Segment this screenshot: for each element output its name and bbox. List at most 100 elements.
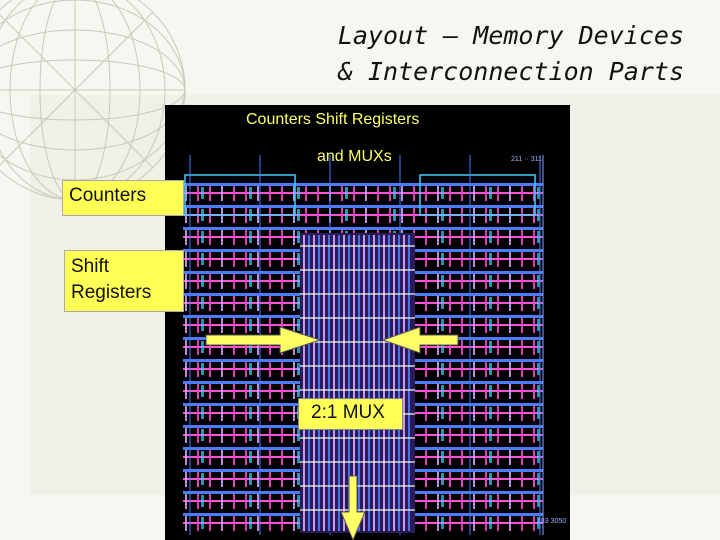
counter-block-right xyxy=(419,174,536,216)
cell-stripe xyxy=(461,406,463,421)
mux-wire xyxy=(388,235,390,531)
mux-crossbar xyxy=(300,341,415,343)
metal-rail xyxy=(183,192,543,194)
cell-stripe xyxy=(281,384,283,399)
cell-stripe xyxy=(185,516,187,531)
mux-crossbar xyxy=(300,365,415,367)
diffusion-stripe xyxy=(201,451,204,463)
diffusion-stripe xyxy=(297,319,300,331)
cell-stripe xyxy=(197,428,199,443)
cell-stripe xyxy=(485,450,487,465)
cell-stripe xyxy=(233,406,235,421)
cell-stripe xyxy=(269,186,271,201)
diffusion-stripe xyxy=(201,517,204,529)
cell-stripe xyxy=(257,428,259,443)
cell-stripe xyxy=(233,516,235,531)
cell-stripe xyxy=(485,252,487,267)
cell-stripe xyxy=(497,186,499,201)
diffusion-stripe xyxy=(441,363,444,375)
cell-stripe xyxy=(197,340,199,355)
cell-stripe xyxy=(449,274,451,289)
diffusion-stripe xyxy=(297,275,300,287)
mux-wire xyxy=(403,235,405,531)
mux-wire xyxy=(368,235,370,531)
diffusion-stripe xyxy=(441,495,444,507)
cell-stripe xyxy=(485,516,487,531)
diffusion-stripe xyxy=(297,297,300,309)
cell-stripe xyxy=(257,274,259,289)
cell-stripe xyxy=(389,186,391,201)
cell-stripe xyxy=(197,472,199,487)
shift-registers-callout: Shift Registers xyxy=(64,250,184,312)
mux-wire xyxy=(353,235,355,531)
cell-stripe xyxy=(449,252,451,267)
cell-stripe xyxy=(533,362,535,377)
metal-rail xyxy=(183,183,543,186)
cell-stripe xyxy=(425,186,427,201)
cell-stripe xyxy=(233,450,235,465)
cell-stripe xyxy=(281,450,283,465)
cell-stripe xyxy=(449,362,451,377)
cell-stripe xyxy=(281,318,283,333)
cell-stripe xyxy=(461,362,463,377)
cell-stripe xyxy=(521,516,523,531)
cell-stripe xyxy=(509,186,511,201)
cell-stripe xyxy=(281,274,283,289)
cell-stripe xyxy=(185,450,187,465)
mux-wire xyxy=(338,235,340,531)
diffusion-stripe xyxy=(441,275,444,287)
cell-stripe xyxy=(245,428,247,443)
cell-stripe xyxy=(533,384,535,399)
counter-block-left xyxy=(184,174,296,216)
cell-stripe xyxy=(257,494,259,509)
ruler-label-top: 211 ·· 311 xyxy=(511,156,542,163)
cell-stripe xyxy=(521,362,523,377)
cell-stripe xyxy=(221,230,223,245)
diffusion-stripe xyxy=(489,473,492,485)
diffusion-stripe xyxy=(537,297,540,309)
cell-stripe xyxy=(425,472,427,487)
diffusion-stripe xyxy=(297,253,300,265)
cell-stripe xyxy=(269,450,271,465)
mux-wire xyxy=(303,235,305,531)
cell-stripe xyxy=(269,362,271,377)
cell-stripe xyxy=(269,384,271,399)
cell-stripe xyxy=(257,296,259,311)
diffusion-stripe xyxy=(441,253,444,265)
cell-stripe xyxy=(233,186,235,201)
cell-stripe xyxy=(377,208,379,223)
cell-stripe xyxy=(413,208,415,223)
slide-title: Layout – Memory Devices & Interconnectio… xyxy=(224,18,684,90)
cell-stripe xyxy=(293,274,295,289)
metal-rail xyxy=(183,227,543,230)
cell-stripe xyxy=(485,186,487,201)
cell-stripe xyxy=(497,230,499,245)
diffusion-stripe xyxy=(537,209,540,221)
diffusion-stripe xyxy=(201,253,204,265)
diffusion-stripe xyxy=(201,385,204,397)
cell-stripe xyxy=(365,186,367,201)
cell-stripe xyxy=(305,186,307,201)
diffusion-stripe xyxy=(441,429,444,441)
cell-stripe xyxy=(257,406,259,421)
mux-wire xyxy=(373,235,375,531)
cell-stripe xyxy=(425,406,427,421)
cell-stripe xyxy=(401,186,403,201)
cell-stripe xyxy=(461,230,463,245)
cell-stripe xyxy=(269,406,271,421)
cell-stripe xyxy=(437,230,439,245)
cell-stripe xyxy=(533,340,535,355)
cell-stripe xyxy=(461,318,463,333)
cell-stripe xyxy=(233,340,235,355)
cell-stripe xyxy=(389,208,391,223)
diffusion-stripe xyxy=(201,187,204,199)
diffusion-stripe xyxy=(297,495,300,507)
cell-stripe xyxy=(497,428,499,443)
cell-stripe xyxy=(425,340,427,355)
cell-stripe xyxy=(233,362,235,377)
cell-stripe xyxy=(269,274,271,289)
diffusion-stripe xyxy=(345,209,348,221)
diffusion-stripe xyxy=(537,253,540,265)
diffusion-stripe xyxy=(489,517,492,529)
cell-stripe xyxy=(509,362,511,377)
